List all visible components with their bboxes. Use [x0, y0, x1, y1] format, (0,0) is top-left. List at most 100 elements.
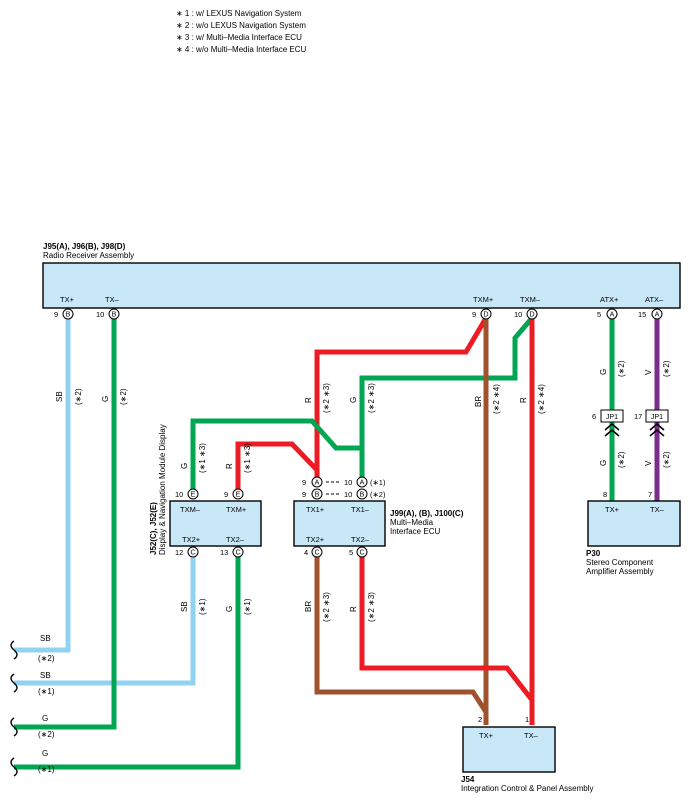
wire-label-v-amp-bot: V — [644, 460, 653, 466]
mmi-conn: C — [359, 550, 364, 557]
end-g-1-color: G — [42, 749, 48, 758]
wire-label-g-disp: G — [180, 463, 189, 469]
radio-pin-conn-circle — [480, 308, 492, 320]
display-pin-num: 10 — [175, 490, 183, 499]
amp-pin-num: 8 — [603, 490, 607, 499]
wire-label-g-top: G — [101, 396, 110, 402]
amplifier: 8 7 TX+ TX– P30 Stereo Component Amplifi… — [586, 490, 681, 576]
junction-label: JP1 — [651, 414, 663, 421]
icp-pin-num: 1 — [525, 715, 529, 724]
mmi-name-2: Interface ECU — [390, 527, 440, 536]
display-pin-num: 9 — [224, 490, 228, 499]
display-pin-num: 13 — [220, 548, 228, 557]
icp-pin-label: TX– — [524, 731, 539, 740]
wire-label-br-mmi: BR — [304, 601, 313, 612]
wire-g-2 — [14, 318, 117, 730]
radio-pin-conn: B — [112, 312, 117, 319]
wire-label-r-disp-note: (∗1 ∗3) — [243, 443, 252, 473]
icp-pin-label: TX+ — [479, 731, 494, 740]
wire-br-mmi — [314, 556, 489, 725]
radio-pin-label: ATX+ — [600, 295, 619, 304]
wire-g-1 — [14, 556, 241, 770]
wire-label-r-top-note: (∗2 ∗4) — [537, 384, 546, 414]
wire-label-g-amp-bot: G — [599, 460, 608, 466]
display-conn: C — [190, 550, 195, 557]
end-sb-1-color: SB — [40, 671, 51, 680]
junction-num: 6 — [592, 412, 596, 421]
wire-label-sb-top-note: (∗2) — [74, 388, 83, 405]
mmi-conn-circle — [311, 546, 323, 558]
mmi-conn: B — [360, 492, 365, 499]
radio-pin-conn-circle — [651, 308, 663, 320]
display-conn-circle — [232, 546, 244, 558]
junction-chevron — [604, 422, 620, 437]
wire-label-r-disp: R — [225, 463, 234, 469]
radio-pin-conn-circle — [606, 308, 618, 320]
radio-receiver: J95(A), J96(B), J98(D) Radio Receiver As… — [42, 242, 681, 320]
mmi-pin-label: TX1– — [351, 505, 370, 514]
wire-label-sb-top: SB — [55, 391, 64, 402]
end-sb-1-note: (∗1) — [38, 687, 55, 696]
mmi-conn: C — [314, 550, 319, 557]
display-name: Display & Navigation Module Display — [158, 424, 167, 555]
wire-sb-1 — [14, 556, 196, 686]
junction-num: 17 — [634, 412, 642, 421]
radio-pin-num: 15 — [638, 310, 646, 319]
wire-r-mmi — [359, 556, 535, 725]
display-conn-circle — [232, 488, 244, 500]
display-pin-num: 12 — [175, 548, 183, 557]
wire-label-g-top-note: (∗2) — [119, 388, 128, 405]
wire-sb-2 — [14, 318, 71, 653]
mmi-pin-num: 9 — [302, 478, 306, 487]
wire-label-g-amp-bot-note: (∗2) — [617, 451, 626, 468]
wire-label-v-amp-bot-note: (∗2) — [662, 451, 671, 468]
mmi-conn: A — [315, 480, 320, 487]
icp-name: Integration Control & Panel Assembly — [461, 784, 594, 793]
radio-pin-label: TXM– — [520, 295, 541, 304]
amp-name-2: Amplifier Assembly — [586, 567, 654, 576]
mmi-conn-circle — [356, 488, 368, 500]
display-pin-label: TX2+ — [182, 535, 201, 544]
radio-pin-conn-circle — [108, 308, 120, 320]
junction-box — [645, 409, 669, 423]
mmi-conn-circle — [356, 476, 368, 488]
amp-box — [587, 500, 681, 547]
radio-pin-conn-circle — [526, 308, 538, 320]
wire-g-disp — [190, 418, 365, 491]
junction-chevron — [649, 422, 665, 437]
display-code: J52(C), J52(E) — [149, 502, 158, 555]
junction-label: JP1 — [606, 414, 618, 421]
notes: ∗ 1 : w/ LEXUS Navigation System ∗ 2 : w… — [176, 9, 307, 54]
radio-code: J95(A), J96(B), J98(D) — [43, 242, 126, 251]
radio-pin-conn-circle — [62, 308, 74, 320]
wire-label-g-disp-bot: G — [225, 606, 234, 612]
wire-label-r-mmi-note: (∗2 ∗3) — [367, 592, 376, 622]
amp-code: P30 — [586, 549, 601, 558]
icp-box — [462, 726, 556, 773]
wire-label-r-mmi: R — [349, 606, 358, 612]
amp-pin-label: TX– — [650, 505, 665, 514]
wire-label-g-mid: G — [349, 397, 358, 403]
wire-label-br-mmi-note: (∗2 ∗3) — [322, 592, 331, 622]
radio-pin-num: 5 — [597, 310, 601, 319]
radio-box — [42, 262, 681, 309]
mmi-pin-num: 4 — [304, 548, 308, 557]
mmi-conn: A — [360, 480, 365, 487]
radio-pin-label: ATX– — [645, 295, 664, 304]
left-end-marks — [10, 640, 18, 777]
display-pin-label: TXM– — [180, 505, 201, 514]
junction-box — [600, 409, 624, 423]
end-g-1-note: (∗1) — [38, 765, 55, 774]
mmi-pin-num: 10 — [344, 478, 352, 487]
mmi-pin-note: (∗2) — [370, 490, 386, 499]
wire-label-g-mid-note: (∗2 ∗3) — [367, 383, 376, 413]
wire-label-sb-disp: SB — [180, 601, 189, 612]
mmi-pin-note: (∗1) — [370, 478, 386, 487]
mmi-ecu: TX1+ TX1– TX2+ TX2– 9 A 9 B 10 A (∗1) 10… — [293, 476, 464, 558]
wire-label-br-top: BR — [474, 396, 483, 407]
integration-panel: 2 1 TX+ TX– J54 Integration Control & Pa… — [461, 715, 594, 793]
wire-label-g-amp-top: G — [599, 369, 608, 375]
mmi-pin-num: 10 — [344, 490, 352, 499]
mmi-pin-num: 9 — [302, 490, 306, 499]
